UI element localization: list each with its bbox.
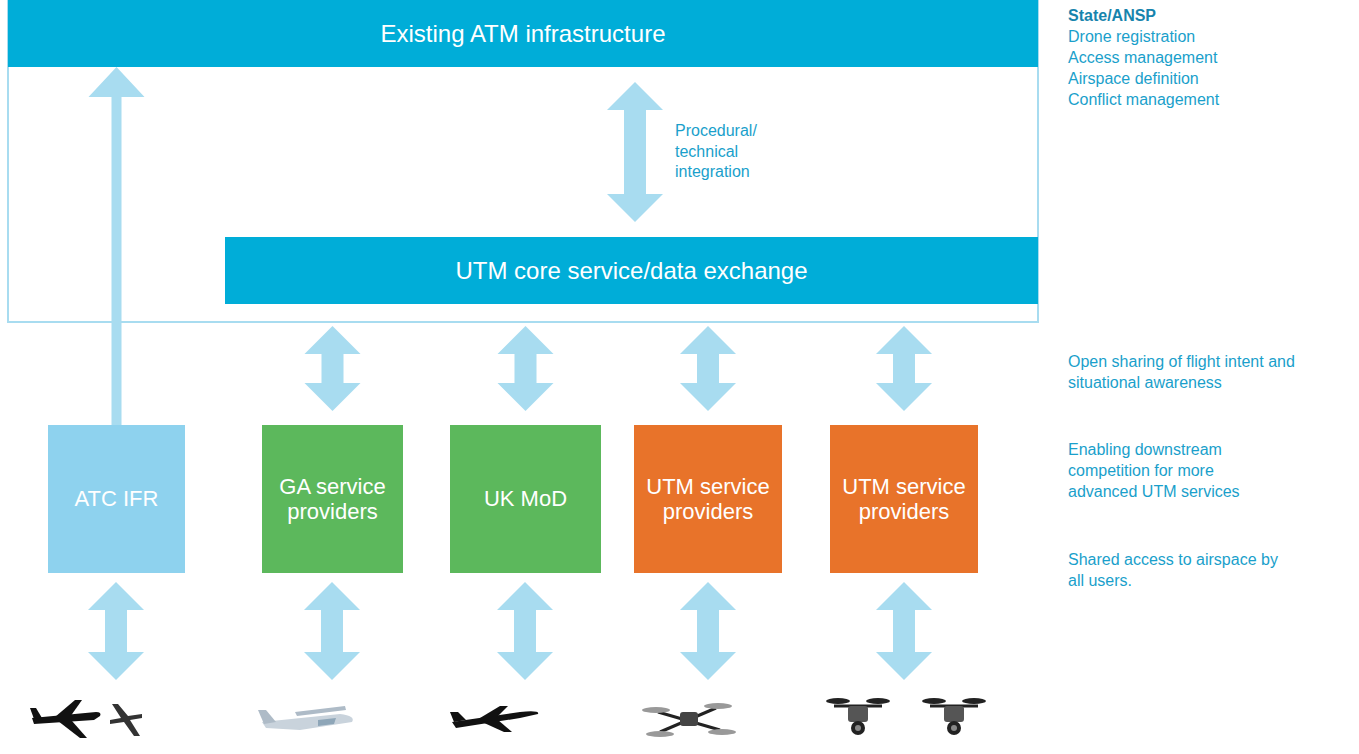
service-box: ATC IFR [48,425,185,573]
system-bar: Existing ATM infrastructure [8,0,1038,67]
service-box: GA service providers [262,425,403,573]
annotation: Airspace definition [1068,69,1348,90]
flow-arrow [607,82,663,222]
ga-plane-icon [258,706,353,730]
flow-arrow [89,67,145,425]
box-label: UTM service providers [840,474,968,525]
box-label: UTM core service/data exchange [455,257,807,285]
box-label: GA service providers [272,474,393,525]
annotation: Open sharing of flight intent and situat… [1068,352,1343,394]
connector-label: Procedural/ technical integration [675,121,775,183]
annotation: Enabling downstream competition for more… [1068,440,1268,502]
service-box: UTM service providers [830,425,978,573]
annotation: Access management [1068,48,1348,69]
annotation: Conflict management [1068,90,1348,111]
flow-arrow [498,326,554,411]
box-label: Existing ATM infrastructure [381,20,666,48]
service-box: UTM service providers [634,425,782,573]
small-aircraft-icon [110,704,142,736]
service-box: UK MoD [450,425,601,573]
flow-arrow [680,326,736,411]
flow-arrow [305,326,361,411]
system-outline [8,1,1038,322]
system-bar: UTM core service/data exchange [225,237,1038,304]
box-label: ATC IFR [75,486,159,511]
annotation: Drone registration [1068,27,1348,48]
camera-drone-icon [826,698,890,735]
box-label: UTM service providers [644,474,772,525]
camera-drone-icon [922,698,986,735]
military-jet-icon [450,706,538,732]
annotation: Shared access to airspace by all users. [1068,550,1278,592]
box-label: UK MoD [484,486,567,511]
aircraft-arrows [88,582,932,680]
quad-drone-icon [642,703,736,737]
annotation: State/ANSP [1068,6,1348,27]
airliner-icon [30,700,101,738]
flow-arrow [876,326,932,411]
